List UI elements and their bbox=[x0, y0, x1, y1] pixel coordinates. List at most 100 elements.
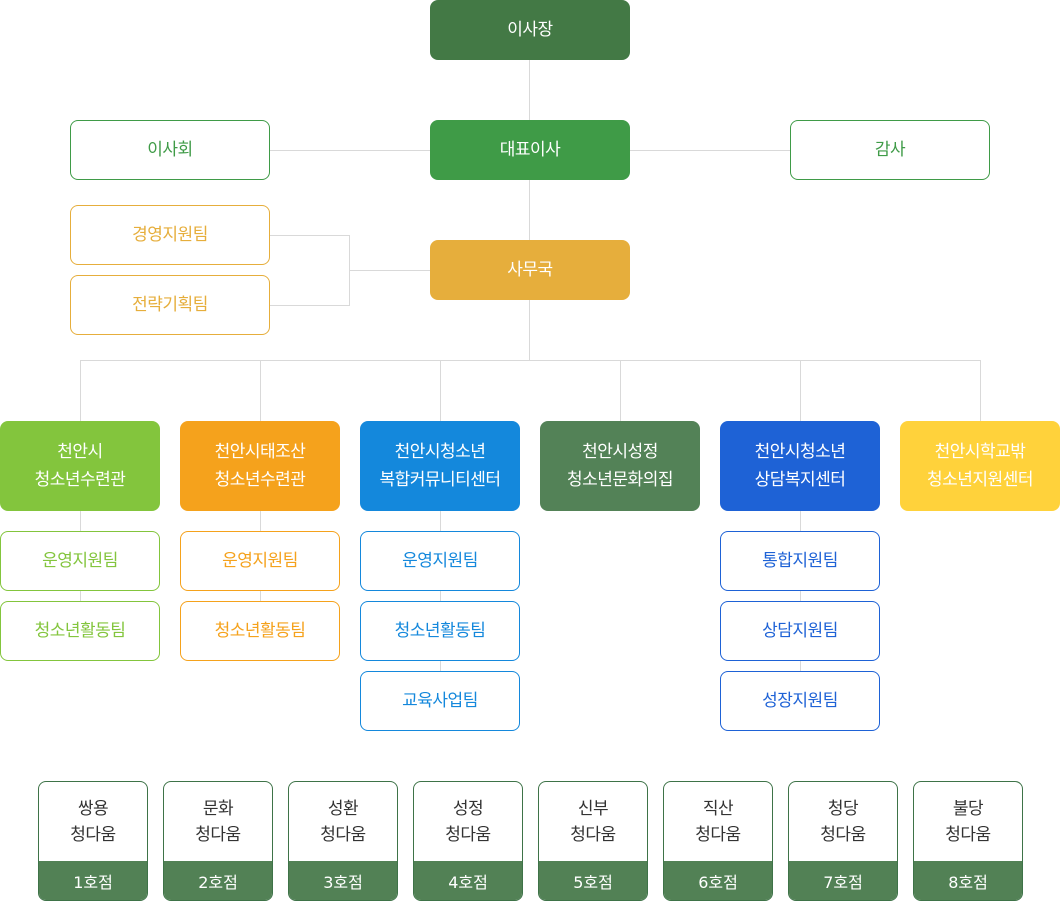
board-label: 이사회 bbox=[147, 140, 193, 160]
chairman-box: 이사장 bbox=[430, 0, 630, 60]
branch-number: 8호점 bbox=[914, 861, 1022, 900]
team-label: 상담지원팀 bbox=[762, 621, 838, 641]
connector-board-ceo bbox=[270, 150, 430, 151]
connector-center3-teams bbox=[440, 511, 441, 671]
branch-sub: 청다움 bbox=[445, 824, 491, 845]
secretariat-team-label: 경영지원팀 bbox=[132, 225, 208, 245]
audit-label: 감사 bbox=[874, 140, 906, 160]
center-box: 천안시성정 청소년문화의집 bbox=[540, 421, 700, 511]
center-box: 천안시청소년 복합커뮤니티센터 bbox=[360, 421, 520, 511]
center-name-line2: 청소년수련관 bbox=[34, 470, 126, 490]
branch-number: 6호점 bbox=[664, 861, 772, 900]
branch-number: 4호점 bbox=[414, 861, 522, 900]
branch-name: 청당 bbox=[827, 798, 859, 819]
secretariat-team-box: 전략기획팀 bbox=[70, 275, 270, 335]
board-box: 이사회 bbox=[70, 120, 270, 180]
branch-name: 문화 bbox=[202, 798, 234, 819]
connector-ceo-audit bbox=[630, 150, 790, 151]
team-label: 운영지원팀 bbox=[222, 551, 298, 571]
secretariat-box: 사무국 bbox=[430, 240, 630, 300]
ceo-label: 대표이사 bbox=[499, 140, 561, 160]
center-name-line1: 천안시성정 bbox=[582, 442, 658, 462]
connector-center5-teams bbox=[800, 511, 801, 671]
audit-box: 감사 bbox=[790, 120, 990, 180]
center-name-line1: 천안시청소년 bbox=[754, 442, 846, 462]
center-name-line2: 상담복지센터 bbox=[754, 470, 846, 490]
center-box: 천안시학교밖 청소년지원센터 bbox=[900, 421, 1060, 511]
team-box: 운영지원팀 bbox=[360, 531, 520, 591]
team-box: 청소년활동팀 bbox=[0, 601, 160, 661]
branch-number: 5호점 bbox=[539, 861, 647, 900]
center-name-line2: 청소년문화의집 bbox=[567, 470, 673, 490]
branch-number: 2호점 bbox=[164, 861, 272, 900]
connector-teams-secretariat bbox=[349, 270, 430, 271]
branch-name: 직산 bbox=[702, 798, 734, 819]
branch-name: 신부 bbox=[577, 798, 609, 819]
center-name-line2: 청소년수련관 bbox=[214, 470, 306, 490]
branch-name: 성정 bbox=[452, 798, 484, 819]
center-name-line1: 천안시청소년 bbox=[394, 442, 486, 462]
branch-name: 성환 bbox=[327, 798, 359, 819]
team-box: 상담지원팀 bbox=[720, 601, 880, 661]
connector-center-2 bbox=[260, 360, 261, 421]
branch-name: 불당 bbox=[952, 798, 984, 819]
team-label: 운영지원팀 bbox=[42, 551, 118, 571]
center-box: 천안시태조산 청소년수련관 bbox=[180, 421, 340, 511]
connector-center-3 bbox=[440, 360, 441, 421]
connector-centers-h bbox=[80, 360, 981, 361]
team-box: 운영지원팀 bbox=[180, 531, 340, 591]
branch-sub: 청다움 bbox=[820, 824, 866, 845]
center-name-line1: 천안시학교밖 bbox=[934, 442, 1026, 462]
secretariat-team-label: 전략기획팀 bbox=[132, 295, 208, 315]
chairman-label: 이사장 bbox=[507, 20, 553, 40]
branch-name: 쌍용 bbox=[77, 798, 109, 819]
team-label: 청소년활동팀 bbox=[394, 621, 486, 641]
center-name-line2: 복합커뮤니티센터 bbox=[379, 470, 501, 490]
branch-sub: 청다움 bbox=[945, 824, 991, 845]
team-label: 청소년활동팀 bbox=[214, 621, 306, 641]
team-box: 성장지원팀 bbox=[720, 671, 880, 731]
branch-sub: 청다움 bbox=[320, 824, 366, 845]
connector-ceo-secretariat bbox=[529, 180, 530, 240]
center-name-line1: 천안시태조산 bbox=[214, 442, 306, 462]
branch-sub: 청다움 bbox=[570, 824, 616, 845]
branch-number: 7호점 bbox=[789, 861, 897, 900]
connector-center-5 bbox=[800, 360, 801, 421]
team-label: 청소년활동팀 bbox=[34, 621, 126, 641]
team-label: 교육사업팀 bbox=[402, 691, 478, 711]
connector-center-1 bbox=[80, 360, 81, 421]
team-box: 운영지원팀 bbox=[0, 531, 160, 591]
team-box: 교육사업팀 bbox=[360, 671, 520, 731]
branch-sub: 청다움 bbox=[195, 824, 241, 845]
branch-sub: 청다움 bbox=[70, 824, 116, 845]
center-box: 천안시 청소년수련관 bbox=[0, 421, 160, 511]
secretariat-team-box: 경영지원팀 bbox=[70, 205, 270, 265]
center-name-line1: 천안시 bbox=[57, 442, 103, 462]
center-box: 천안시청소년 상담복지센터 bbox=[720, 421, 880, 511]
secretariat-label: 사무국 bbox=[507, 260, 553, 280]
team-label: 운영지원팀 bbox=[402, 551, 478, 571]
team-box: 청소년활동팀 bbox=[360, 601, 520, 661]
connector-chairman-ceo bbox=[529, 60, 530, 120]
team-box: 청소년활동팀 bbox=[180, 601, 340, 661]
team-box: 통합지원팀 bbox=[720, 531, 880, 591]
connector-team1-h bbox=[270, 235, 349, 236]
ceo-box: 대표이사 bbox=[430, 120, 630, 180]
center-name-line2: 청소년지원센터 bbox=[927, 470, 1033, 490]
connector-team2-h bbox=[270, 305, 349, 306]
connector-center-6 bbox=[980, 360, 981, 421]
connector-secretariat-down bbox=[529, 300, 530, 360]
team-label: 통합지원팀 bbox=[762, 551, 838, 571]
branch-number: 3호점 bbox=[289, 861, 397, 900]
team-label: 성장지원팀 bbox=[762, 691, 838, 711]
branch-number: 1호점 bbox=[39, 861, 147, 900]
branch-sub: 청다움 bbox=[695, 824, 741, 845]
